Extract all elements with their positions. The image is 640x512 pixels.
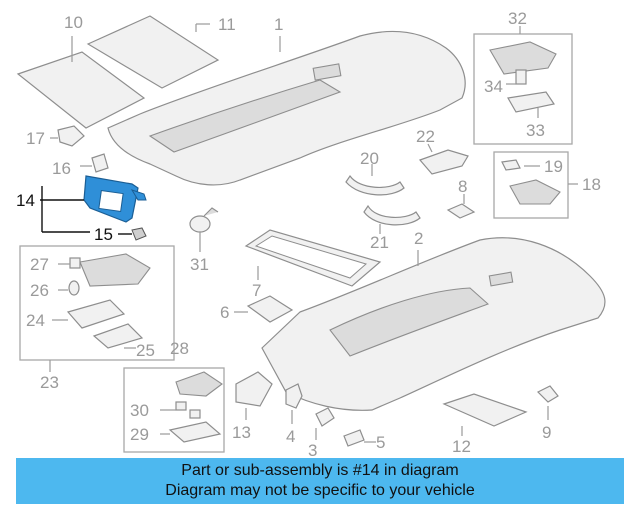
part-2-headliner (261, 237, 606, 411)
callout-16: 16 (52, 159, 71, 178)
callout-8: 8 (458, 177, 467, 196)
callout-18: 18 (582, 175, 601, 194)
callout-7: 7 (252, 281, 261, 300)
group-18-box (493, 151, 578, 219)
callout-13: 13 (232, 423, 251, 442)
callout-4: 4 (286, 427, 295, 446)
part-1-headliner (107, 30, 466, 186)
callout-21: 21 (370, 233, 389, 252)
part-9-clip (536, 385, 559, 420)
part-17-clip (50, 125, 85, 147)
info-banner: Part or sub-assembly is #14 in diagram D… (16, 458, 624, 504)
callout-labels: 10 11 1 32 34 33 17 22 16 20 19 18 8 14 … (16, 9, 601, 460)
callout-25: 25 (136, 341, 155, 360)
part-3-clip (315, 407, 335, 440)
part-11-mat (86, 15, 220, 89)
callout-6: 6 (220, 303, 229, 322)
callout-31: 31 (190, 255, 209, 274)
part-21-handle (363, 204, 421, 234)
part-7-seal (244, 229, 382, 287)
part-16-clip (80, 153, 109, 173)
callout-26: 26 (30, 281, 49, 300)
callout-5: 5 (376, 433, 385, 452)
callout-2: 2 (414, 229, 423, 248)
callout-11: 11 (218, 15, 236, 34)
callout-30: 30 (130, 401, 149, 420)
group-23-box (19, 245, 175, 372)
callout-14: 14 (16, 191, 35, 210)
part-14-sun-visor (40, 175, 147, 233)
part-12-pad (442, 393, 528, 436)
callout-12: 12 (452, 437, 471, 456)
callout-9: 9 (542, 423, 551, 442)
part-8-cover (446, 194, 476, 219)
callout-29: 29 (130, 425, 149, 444)
callout-10: 10 (64, 13, 83, 32)
banner-line-2: Diagram may not be specific to your vehi… (165, 482, 475, 499)
part-4-clip (285, 383, 303, 424)
part-22-bracket (418, 143, 469, 175)
callout-17: 17 (26, 129, 45, 148)
callout-3: 3 (308, 441, 317, 460)
callout-19: 19 (544, 157, 563, 176)
callout-15: 15 (94, 225, 113, 244)
group-28-box (123, 367, 225, 453)
callout-23: 23 (40, 373, 59, 392)
part-20-handle (345, 164, 405, 196)
part-31-lamp (189, 207, 219, 252)
callout-24: 24 (26, 311, 45, 330)
part-5-clip (343, 429, 376, 447)
callout-33: 33 (526, 121, 545, 140)
callout-22: 22 (416, 127, 435, 146)
callout-34: 34 (484, 77, 503, 96)
callout-20: 20 (360, 149, 379, 168)
part-15-clip (118, 227, 147, 241)
callout-1: 1 (274, 15, 283, 34)
callout-28: 28 (170, 339, 189, 358)
part-6-pad (234, 295, 294, 323)
part-13-bracket (235, 371, 273, 420)
group-32-box (473, 26, 573, 145)
part-10-mat (16, 36, 146, 129)
callout-32: 32 (508, 9, 527, 28)
banner-line-1: Part or sub-assembly is #14 in diagram (181, 462, 459, 479)
callout-27: 27 (30, 255, 49, 274)
